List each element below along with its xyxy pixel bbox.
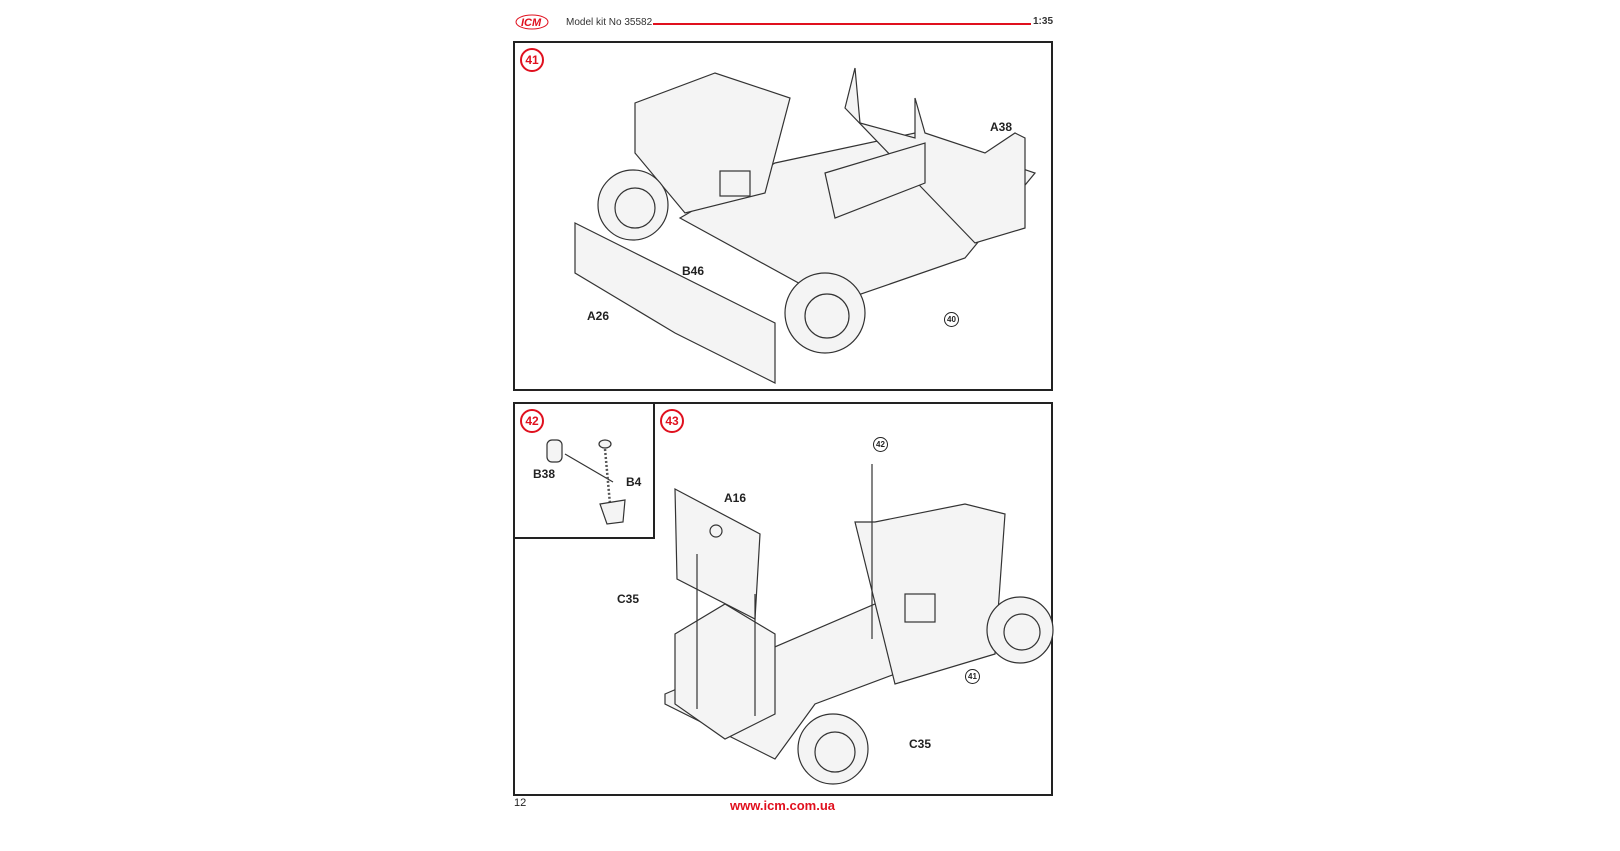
part-label-c35-right: C35 <box>909 737 932 751</box>
step-42-drawing <box>546 439 626 525</box>
steps-42-43-panel: 42 B38 B4 43 42 A16 C35 C35 41 <box>513 402 1054 796</box>
part-label-c35-left: C35 <box>617 592 640 606</box>
step-number-42: 42 <box>520 409 544 433</box>
step-ref-41: 41 <box>965 669 980 684</box>
step-43-drawing <box>664 464 1054 785</box>
step-number-43: 43 <box>660 409 684 433</box>
step-41-panel: 41 A38 B46 A26 40 <box>513 41 1053 391</box>
website-url[interactable]: www.icm.com.ua <box>730 798 835 813</box>
part-label-a16: A16 <box>724 491 747 505</box>
step-ref-42: 42 <box>873 437 888 452</box>
step-42-box: 42 B38 B4 <box>515 404 655 539</box>
scale-label: 1:35 <box>1033 16 1054 27</box>
step-ref-40: 40 <box>944 312 959 327</box>
svg-text:ICM: ICM <box>521 17 542 29</box>
step-41-drawing <box>574 67 1037 384</box>
part-label-b38: B38 <box>533 467 556 481</box>
kit-number: Model kit No 35582 <box>566 17 653 28</box>
part-label-a26: A26 <box>587 309 610 323</box>
part-label-a38: A38 <box>990 120 1013 134</box>
page-number: 12 <box>514 797 527 809</box>
part-label-b46: B46 <box>682 264 705 278</box>
icm-logo: ICM <box>514 13 550 33</box>
header-rule <box>653 23 1031 25</box>
part-label-b4: B4 <box>626 475 642 489</box>
step-number-41: 41 <box>520 48 544 72</box>
